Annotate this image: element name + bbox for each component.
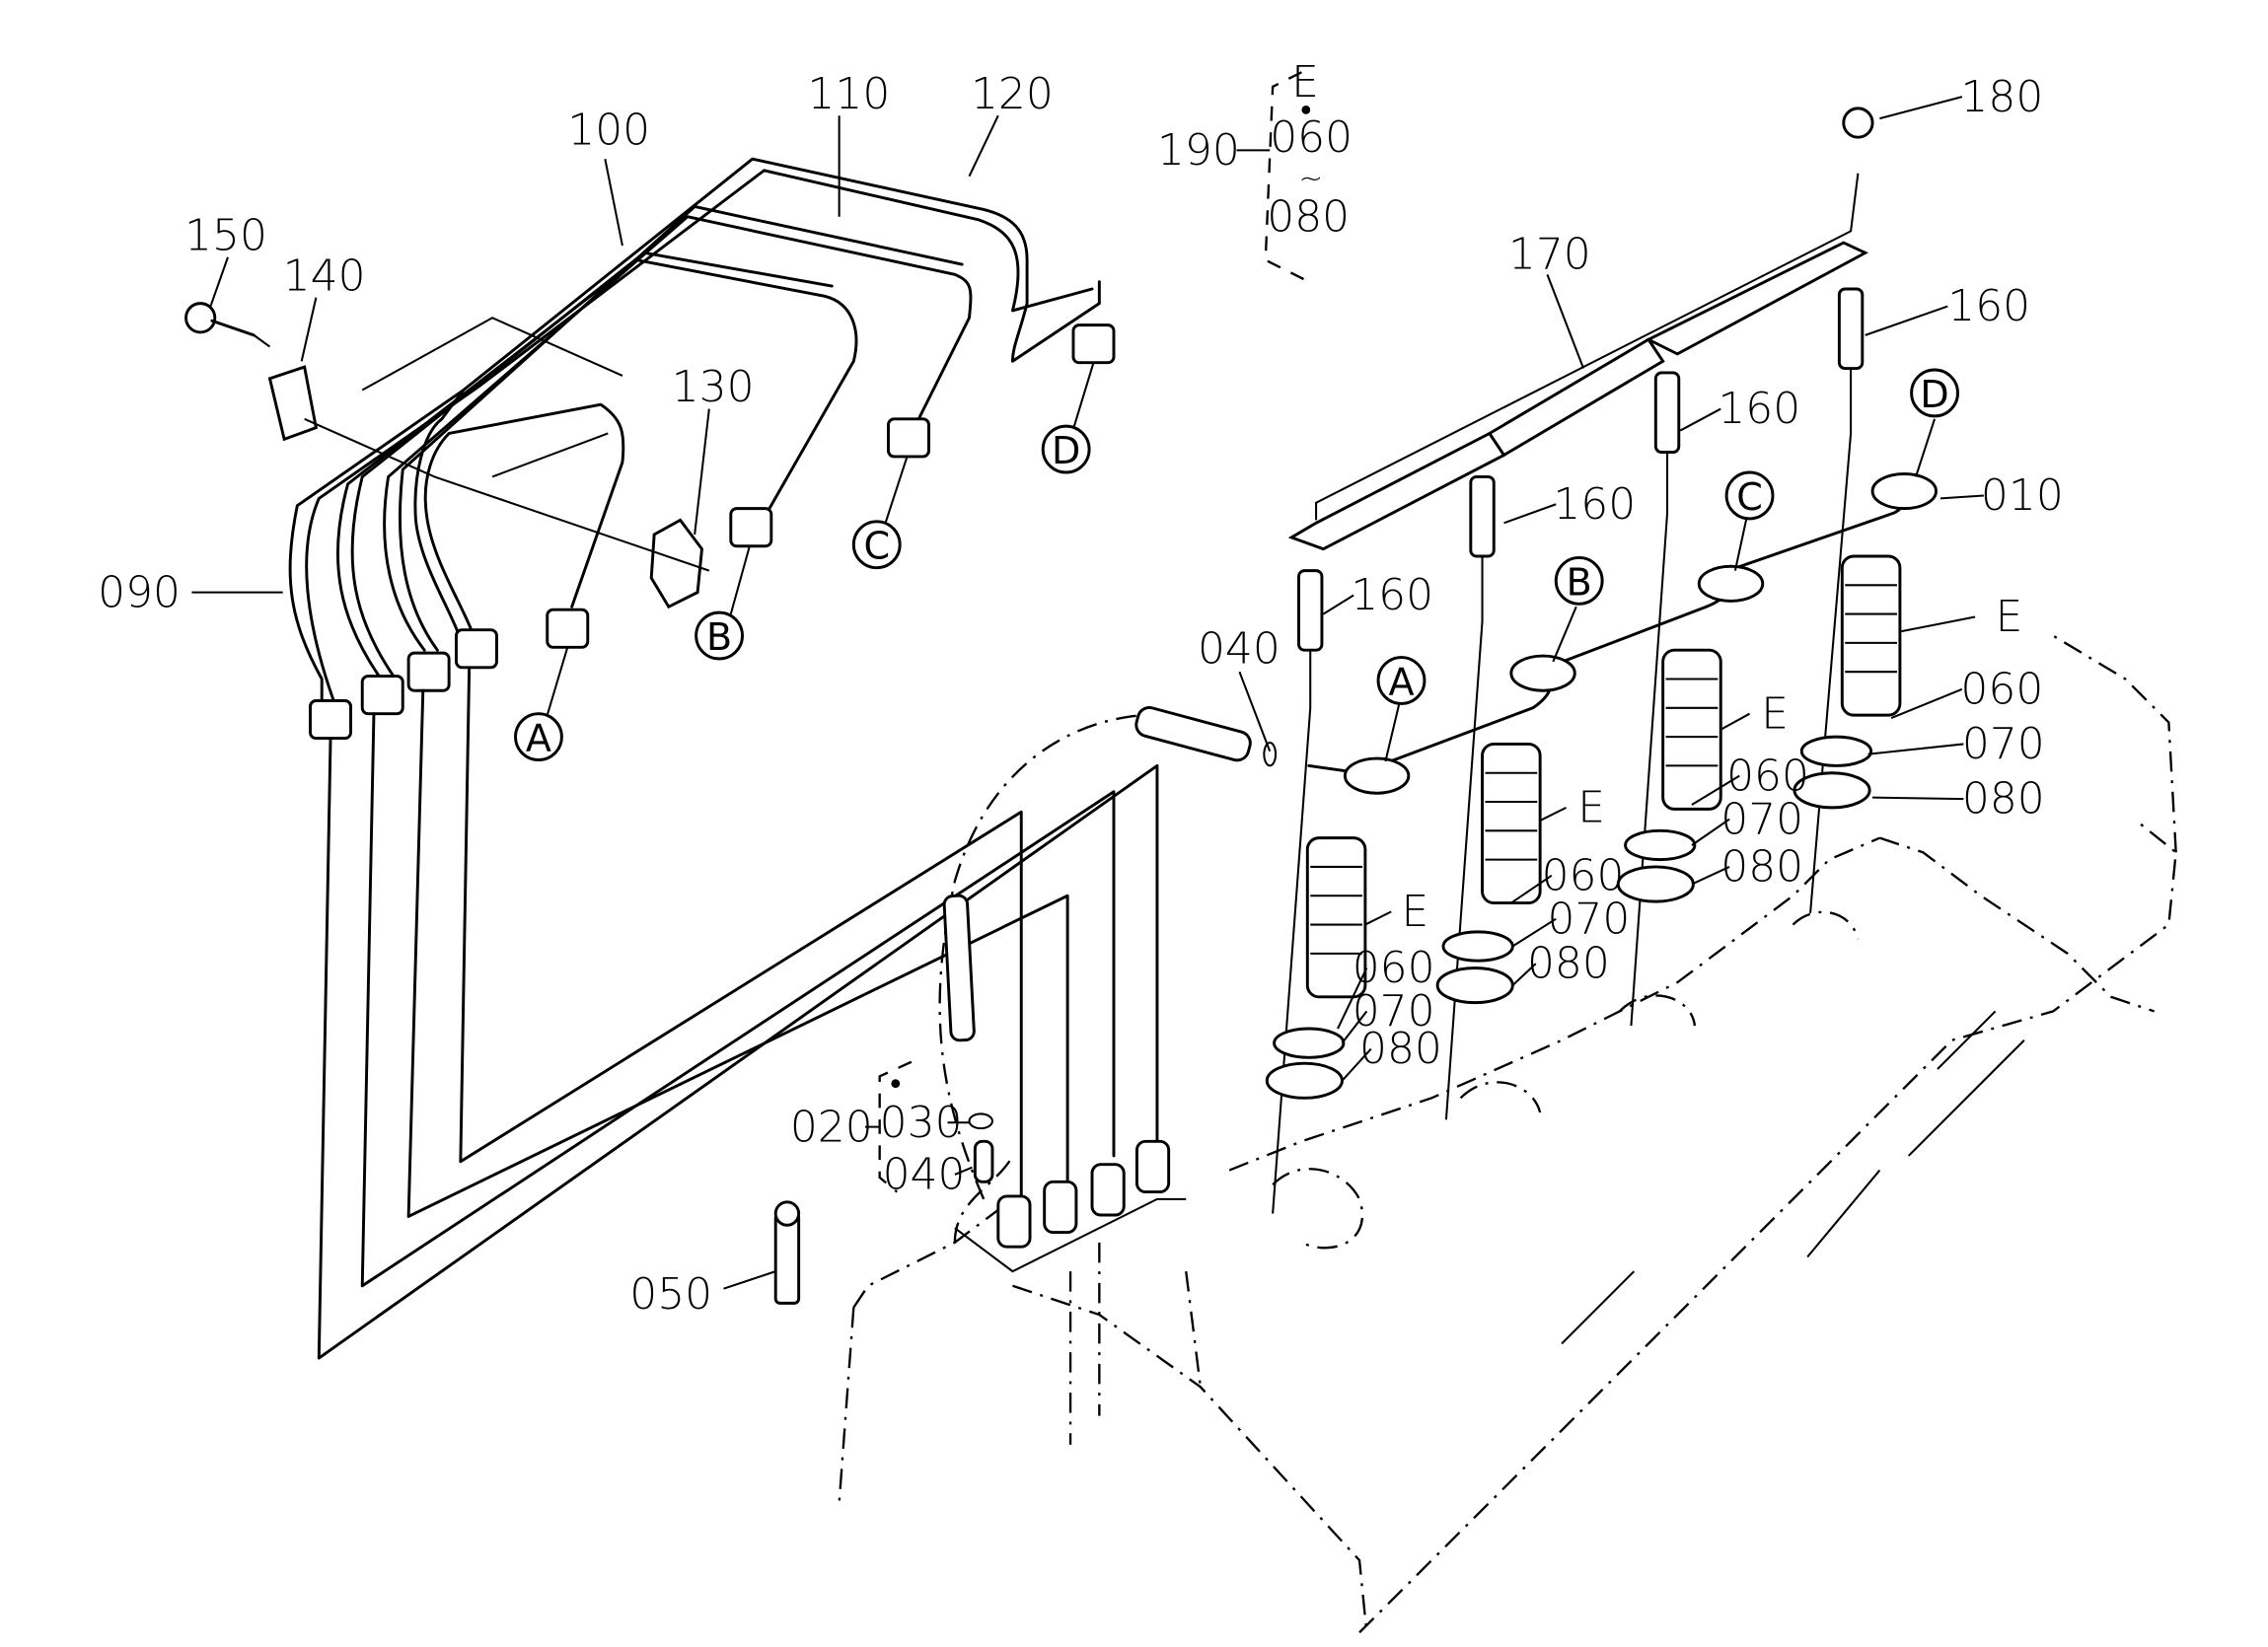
marker-text: C — [1736, 475, 1763, 519]
marker-text: B — [706, 615, 732, 659]
label-140: 140 — [283, 251, 366, 301]
nozzle-2 — [1435, 742, 1542, 1005]
pipe-nut — [729, 507, 773, 548]
marker-B-left: B — [695, 610, 744, 661]
pipe-nut — [1071, 323, 1116, 365]
leak-off-pipe-010 — [1134, 418, 1938, 795]
injection-pump-parts — [723, 894, 1187, 1305]
marker-text: D — [1052, 429, 1080, 472]
bolt-150 — [184, 302, 256, 337]
nut-180 — [1842, 107, 1874, 139]
pipe-clamp-140 — [267, 365, 319, 442]
label-060-2: 060 — [1542, 850, 1625, 900]
marker-D-right: D — [1910, 368, 1959, 418]
label-050: 050 — [629, 1269, 712, 1320]
marker-A-left: A — [514, 712, 563, 762]
label-160-2: 160 — [1553, 479, 1636, 530]
label-120: 120 — [971, 69, 1054, 119]
marker-B-right: B — [1554, 555, 1604, 606]
label-190-080: 080 — [1267, 191, 1350, 242]
label-070-1: 070 — [1353, 986, 1435, 1037]
label-060-1: 060 — [1353, 943, 1435, 993]
marker-A-right: A — [1376, 656, 1427, 705]
label-060-4: 060 — [1960, 664, 2043, 714]
label-180: 180 — [1960, 72, 2043, 122]
label-e-2: E — [1577, 783, 1605, 833]
pipe-clamp-130 — [649, 518, 704, 609]
label-040-top: 040 — [1198, 623, 1280, 674]
marker-text: A — [1388, 660, 1414, 703]
nozzle-3 — [1616, 648, 1722, 903]
overflow-hose — [942, 894, 976, 1042]
label-110: 110 — [807, 69, 890, 119]
nozzle-4 — [1792, 554, 1902, 810]
label-100: 100 — [567, 105, 650, 155]
label-160-4: 160 — [1947, 281, 2030, 331]
injection-nozzles — [1265, 554, 1902, 1100]
pipe-nut — [454, 628, 498, 670]
label-190-range: ~ — [1298, 161, 1323, 194]
pipe-nut — [406, 651, 451, 692]
label-070-3: 070 — [1720, 794, 1803, 844]
injection-pipes — [184, 157, 1159, 1360]
label-160-1: 160 — [1351, 570, 1433, 620]
label-e-4: E — [1996, 592, 2023, 642]
label-130: 130 — [672, 362, 755, 412]
label-070-2: 070 — [1547, 894, 1630, 944]
pipe-nut — [546, 608, 590, 649]
tag-050 — [773, 1212, 801, 1305]
glow-plug — [1469, 474, 1496, 558]
marker-text: D — [1920, 373, 1948, 416]
pipe-nut — [360, 675, 404, 716]
label-080-4: 080 — [1962, 774, 2045, 824]
label-070-4: 070 — [1962, 719, 2045, 769]
glow-plug-lead-170 — [1287, 107, 1874, 551]
label-090: 090 — [98, 567, 181, 617]
label-080-1: 080 — [1359, 1024, 1442, 1074]
label-010: 010 — [1981, 470, 2064, 521]
label-030: 030 — [880, 1098, 963, 1148]
label-150: 150 — [184, 210, 267, 260]
marker-text: B — [1567, 560, 1592, 604]
pipe-nut — [309, 699, 352, 741]
label-160-3: 160 — [1718, 384, 1800, 434]
marker-text: C — [863, 525, 890, 568]
label-e-1: E — [1402, 887, 1429, 937]
marker-C-left: C — [851, 520, 902, 570]
label-170: 170 — [1508, 229, 1591, 279]
marker-text: A — [526, 717, 551, 760]
label-060-3: 060 — [1726, 751, 1809, 801]
pipe-nut — [886, 417, 930, 459]
label-080-3: 080 — [1720, 842, 1803, 893]
leader-lines — [191, 96, 1984, 1176]
marker-D-left: D — [1041, 424, 1091, 474]
label-190-e: E — [1291, 57, 1319, 107]
label-e-3: E — [1761, 688, 1789, 739]
part-labels: 100 110 120 150 140 130 090 190 E 060 ~ … — [98, 57, 2064, 1320]
label-190-060: 060 — [1270, 112, 1353, 163]
glow-plug — [1297, 569, 1324, 652]
pipe-nuts — [309, 323, 1116, 741]
marker-C-right: C — [1724, 470, 1775, 521]
label-080-2: 080 — [1527, 939, 1610, 989]
return-hose — [1134, 706, 1252, 762]
glow-plugs — [1272, 287, 1865, 1214]
label-040-bottom: 040 — [883, 1150, 966, 1200]
glow-plug — [1837, 287, 1865, 371]
label-020: 020 — [790, 1102, 873, 1152]
label-190: 190 — [1157, 125, 1240, 176]
glow-plug — [1653, 371, 1681, 454]
nozzle-1 — [1265, 836, 1367, 1100]
